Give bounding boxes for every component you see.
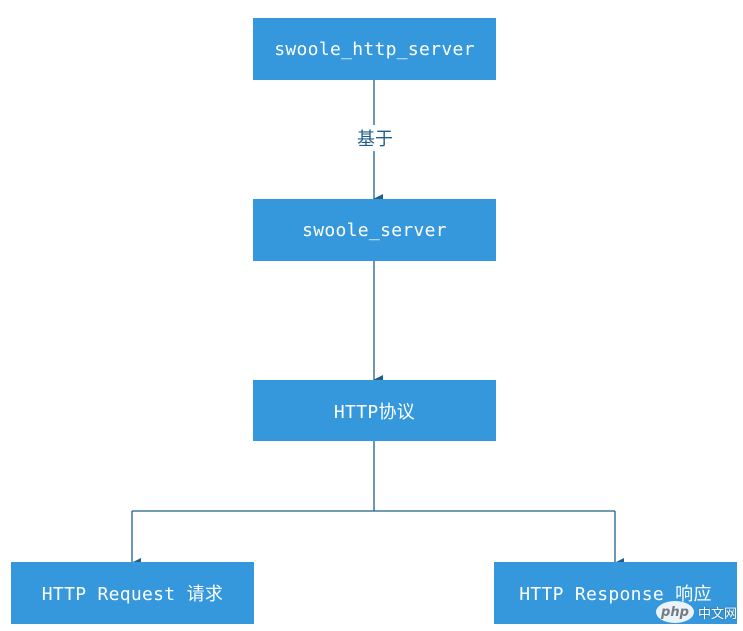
node-http-response-label: HTTP Response 响应	[519, 584, 712, 605]
watermark: php 中文网	[655, 601, 737, 623]
node-swoole-server-label: swoole_server	[302, 219, 447, 241]
node-swoole-http-server-label: swoole_http_server	[274, 38, 475, 60]
node-http-request: HTTP Request 请求	[11, 562, 254, 624]
watermark-site-text: 中文网	[697, 606, 737, 622]
node-http-response: HTTP Response 响应	[494, 562, 737, 624]
node-swoole-server: swoole_server	[253, 199, 496, 261]
node-http-protocol: HTTP协议	[253, 380, 496, 441]
node-http-protocol-label: HTTP协议	[333, 401, 416, 423]
edge-label-based-on: 基于	[353, 125, 397, 151]
php-logo-icon: php	[655, 601, 694, 623]
node-http-request-label: HTTP Request 请求	[41, 584, 224, 605]
node-swoole-http-server: swoole_http_server	[253, 18, 496, 80]
